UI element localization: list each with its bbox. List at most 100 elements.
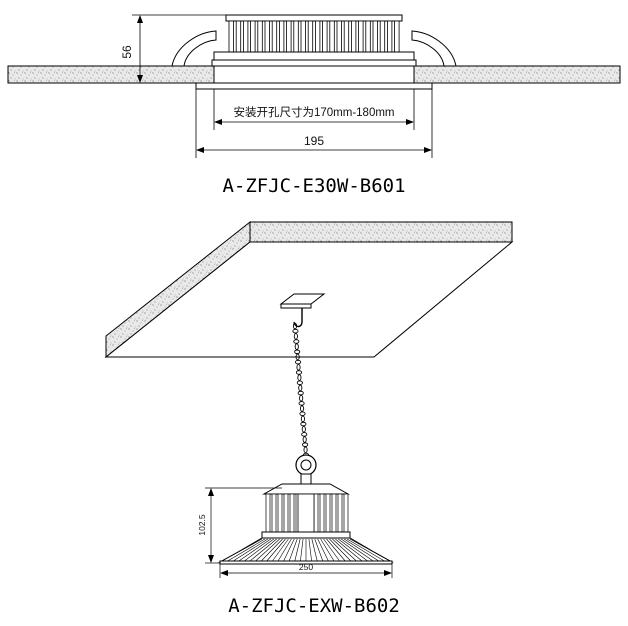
heat-sink-fin — [386, 20, 393, 53]
chain-link — [299, 405, 305, 412]
reflector-rib — [294, 538, 301, 562]
heat-sink-fin — [286, 20, 292, 53]
heat-sink-fin — [235, 20, 242, 53]
reflector-rib — [221, 538, 263, 562]
chain-link — [298, 384, 303, 392]
dim2-width-label: 250 — [299, 562, 313, 572]
reflector-rib — [341, 538, 374, 562]
reflector-rib — [349, 538, 391, 562]
heat-sink-fin — [394, 20, 400, 53]
eye-bolt-stem — [300, 473, 312, 485]
reflector-rib — [249, 538, 277, 562]
chain-link — [298, 401, 305, 406]
ceiling-bracket-side — [280, 303, 312, 309]
ceiling-slab-right — [413, 65, 621, 84]
heat-sink-fin — [358, 20, 364, 53]
reflector-rib — [308, 538, 312, 562]
heat-sink-fin — [365, 20, 371, 53]
ceiling-slab-top-edge — [249, 221, 513, 243]
chain-link — [297, 374, 302, 381]
reflector-ribs — [221, 538, 391, 562]
reflector-rib — [335, 538, 363, 562]
reflector-rib — [260, 538, 283, 562]
heat-sink-top-plate — [225, 14, 403, 22]
spring-clip-left — [171, 30, 217, 67]
chain-link — [303, 446, 308, 454]
reflector-rib — [343, 538, 379, 562]
chain-link — [295, 370, 303, 375]
reflector-rib — [233, 538, 269, 562]
ceiling-slab-left — [7, 65, 215, 84]
model-label-1: A-ZFJC-E30W-B601 — [222, 175, 405, 197]
heat-sink-fin — [336, 20, 342, 53]
heat-sink-base — [213, 51, 415, 61]
heat-sink-fin — [372, 20, 378, 53]
heat-sink-fin — [379, 20, 386, 53]
spring-clip-right — [411, 30, 457, 67]
trim-ring — [195, 82, 433, 90]
drawing-pendant-light: 102.5 250 A-ZFJC-EXW-B602 — [104, 220, 514, 617]
heat-sink-fin — [322, 20, 328, 53]
heat-sink-fin — [300, 20, 306, 53]
housing-fin — [319, 493, 325, 533]
chain-link — [292, 328, 299, 334]
housing-fin — [277, 493, 283, 533]
heat-sink-fin — [250, 20, 256, 53]
reflector-rib — [227, 538, 266, 562]
reflector-rib — [300, 538, 304, 562]
reflector-rib — [283, 538, 295, 562]
drawing-recessed-light: 56 安装开孔尺寸为170mm-180mm 195 A-ZFJC-E30W-B6… — [7, 14, 621, 197]
dim2-height-label: 102.5 — [197, 514, 207, 536]
housing-center-block — [297, 493, 315, 533]
reflector-rib — [338, 538, 368, 562]
housing-fin — [313, 493, 319, 533]
chain-link — [297, 390, 304, 396]
heat-sink-fin — [228, 20, 234, 53]
heat-sink-fin — [264, 20, 270, 53]
heat-sink-fin — [278, 20, 285, 53]
eye-ring-inner — [300, 459, 312, 471]
heat-sink-fin — [314, 20, 321, 53]
chain-link — [302, 442, 309, 447]
chain-link — [299, 411, 306, 416]
housing-fin — [325, 493, 331, 533]
heat-sink-fin — [293, 20, 299, 53]
reflector-rib — [272, 538, 289, 562]
reflector-rim — [219, 560, 393, 565]
reflector-rib — [266, 538, 286, 562]
chain-link — [293, 333, 298, 340]
reflector-rib — [326, 538, 346, 562]
reflector-rib — [323, 538, 340, 562]
chain-link — [295, 353, 300, 361]
chain-link — [301, 432, 308, 437]
heat-sink-fin — [350, 20, 357, 53]
reflector-rib — [288, 538, 298, 562]
chain-link — [296, 380, 303, 386]
dim-width-label: 195 — [304, 134, 324, 148]
housing-fin — [331, 493, 337, 533]
housing-fin — [289, 493, 295, 533]
housing-fin — [337, 493, 343, 533]
reflector-rib — [255, 538, 280, 562]
chain-link — [293, 339, 300, 344]
chain-link — [295, 359, 302, 365]
reflector-rib — [332, 538, 357, 562]
reflector-rib — [244, 538, 274, 562]
dim-height-label: 56 — [120, 45, 134, 59]
heat-sink-fin — [271, 20, 278, 53]
heat-sink-fin — [307, 20, 314, 53]
reflector-rib — [329, 538, 352, 562]
reflector-rib — [317, 538, 329, 562]
housing-fin — [271, 493, 277, 533]
reflector-rib — [314, 538, 324, 562]
heat-sink-fin — [329, 20, 335, 53]
chain-link — [299, 394, 304, 402]
housing-fins — [265, 493, 349, 533]
heat-sink-fin — [257, 20, 263, 53]
model-label-2: A-ZFJC-EXW-B602 — [228, 595, 400, 617]
heat-sink-collar — [211, 59, 417, 67]
chain-link — [292, 322, 298, 330]
reflector-rib — [238, 538, 271, 562]
housing-cap — [262, 483, 350, 495]
